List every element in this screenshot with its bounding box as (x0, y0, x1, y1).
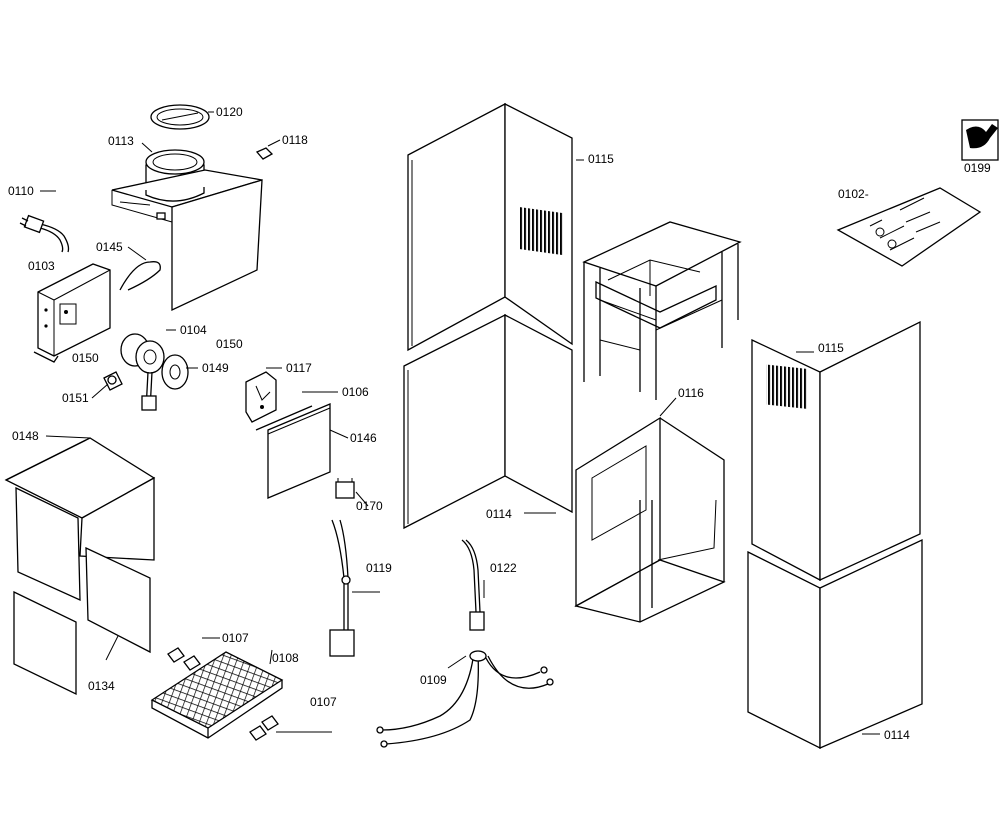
upper-chimney (407, 102, 573, 352)
motor-housing (111, 104, 274, 312)
label-0122: 0122 (490, 561, 517, 575)
cable-connector (329, 478, 355, 657)
wire-harness-0145 (119, 261, 161, 291)
label-0115-center: 0115 (588, 152, 614, 166)
label-0170: 0170 (356, 499, 383, 513)
blower-assembly (103, 333, 189, 411)
label-0115-right: 0115 (818, 341, 844, 355)
label-0118: 0118 (282, 133, 308, 147)
label-0145: 0145 (96, 240, 123, 254)
label-0134: 0134 (88, 679, 115, 693)
label-0102: 0102- (838, 187, 869, 201)
lower-frame (574, 416, 726, 623)
label-0151: 0151 (62, 391, 89, 405)
label-0149: 0149 (202, 361, 229, 375)
label-0199: 0199 (964, 161, 991, 175)
label-0104: 0104 (180, 323, 207, 337)
label-0107-a: 0107 (222, 631, 249, 645)
label-0116: 0116 (678, 386, 704, 400)
label-0109: 0109 (420, 673, 447, 687)
label-0114-right: 0114 (884, 728, 910, 742)
label-0148: 0148 (12, 429, 39, 443)
label-0146: 0146 (350, 431, 377, 445)
label-0117: 0117 (286, 361, 312, 375)
right-upper-chimney (751, 320, 921, 582)
label-0103: 0103 (28, 259, 55, 273)
upper-frame (582, 221, 742, 400)
filter-panel (255, 403, 331, 499)
label-0108: 0108 (272, 651, 299, 665)
bracket-0117 (245, 371, 277, 423)
grease-filter (150, 647, 284, 741)
power-cord (19, 214, 70, 253)
label-0106: 0106 (342, 385, 369, 399)
hardware-bag (836, 187, 982, 267)
control-bracket (33, 263, 111, 363)
label-0150-b: 0150 (72, 351, 99, 365)
label-0119: 0119 (366, 561, 392, 575)
label-0114-center: 0114 (486, 507, 512, 521)
lower-chimney (403, 313, 573, 530)
leader-lines (40, 111, 880, 735)
label-0107-b: 0107 (310, 695, 337, 709)
wiring-harness (376, 539, 554, 748)
right-lower-chimney (747, 538, 923, 750)
wrench-icon (961, 119, 999, 161)
label-0110: 0110 (8, 184, 34, 198)
label-0150-a: 0150 (216, 337, 243, 351)
label-0113: 0113 (108, 134, 134, 148)
outer-panels (4, 437, 156, 696)
part-labels: 0120 0113 0118 0110 0145 0103 0104 0150 … (8, 105, 991, 742)
label-0120: 0120 (216, 105, 243, 119)
